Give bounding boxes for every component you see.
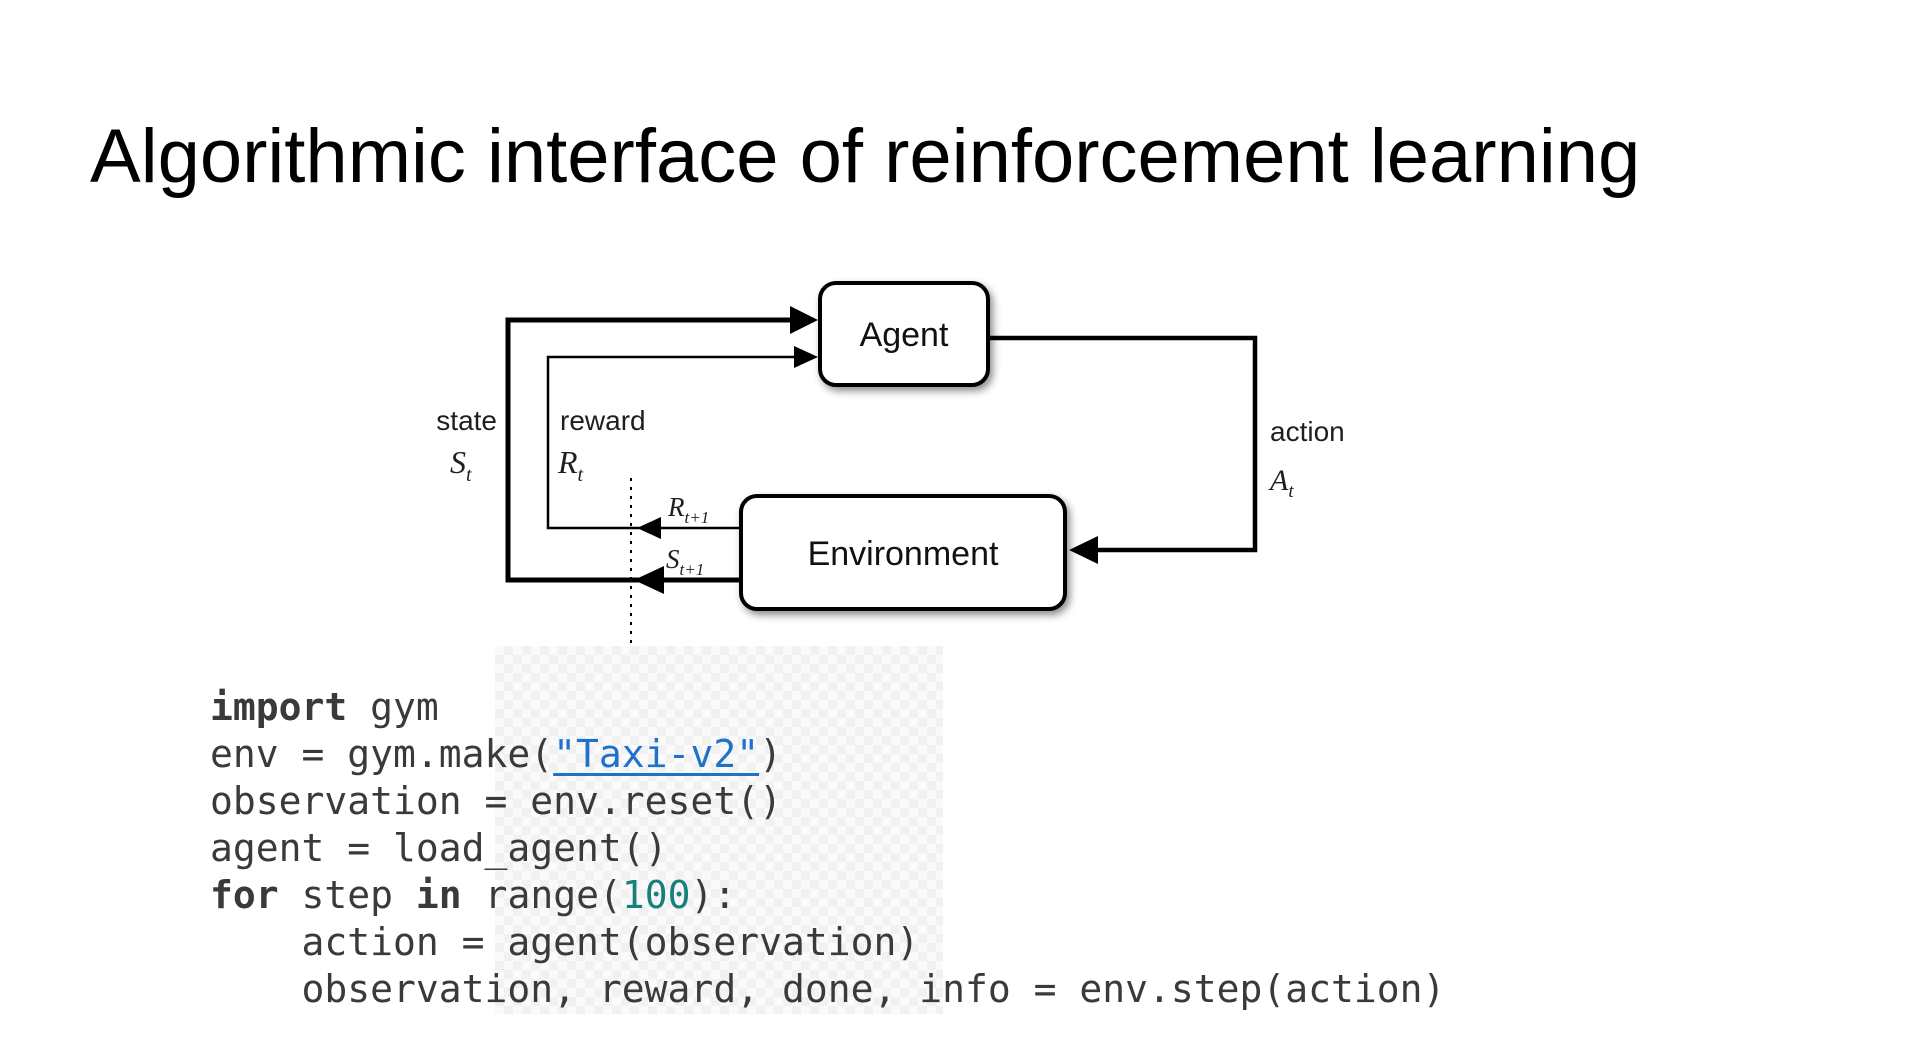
action-symbol: At: [1268, 464, 1294, 502]
page-title: Algorithmic interface of reinforcement l…: [90, 113, 1641, 199]
code-text: env = gym.make(: [210, 732, 554, 776]
code-text: ):: [690, 873, 737, 917]
environment-box: [739, 494, 1067, 611]
code-background-band: [495, 646, 943, 1014]
code-line: for step in range(100):: [210, 872, 1445, 919]
reward-arrowhead-into-agent-icon: [794, 346, 818, 368]
next-reward-arrowhead-icon: [637, 517, 661, 539]
code-line: agent = load_agent(): [210, 825, 1445, 872]
next-reward-symbol: Rt+1: [667, 492, 709, 527]
code-text: range(: [461, 873, 622, 917]
agent-box-label: Agent: [860, 316, 949, 354]
state-label: state: [436, 405, 497, 436]
state-loop-line: [505, 317, 794, 583]
code-text: observation, reward, done, info = env.st…: [210, 967, 1446, 1011]
state-symbol: St: [450, 444, 472, 486]
environment-box-label: Environment: [808, 535, 999, 573]
state-arrowhead-into-agent-icon: [790, 306, 818, 334]
code-text: for: [210, 873, 279, 917]
taxi-v2-link[interactable]: "Taxi-v2": [553, 732, 760, 776]
code-text: in: [415, 873, 462, 917]
code-text: observation = env.reset(): [210, 779, 782, 823]
reward-symbol: Rt: [557, 444, 584, 486]
agent-box: [818, 281, 990, 387]
code-text: action = agent(observation): [210, 920, 920, 964]
next-state-symbol: St+1: [666, 544, 704, 579]
code-text: agent = load_agent(): [210, 826, 668, 870]
code-text: 100: [621, 873, 691, 917]
code-text: import: [210, 685, 348, 729]
code-line: import gym: [210, 684, 1445, 731]
action-loop-line: [988, 335, 1258, 553]
code-text: gym: [347, 685, 439, 729]
code-line: action = agent(observation): [210, 919, 1445, 966]
action-label: action: [1270, 416, 1345, 447]
code-line: observation, reward, done, info = env.st…: [210, 966, 1446, 1013]
code-line: observation = env.reset(): [210, 778, 1445, 825]
code-text: ): [759, 732, 782, 776]
action-arrowhead-into-environment-icon: [1069, 536, 1098, 564]
code-line: env = gym.make("Taxi-v2"): [210, 731, 1445, 778]
code-text: step: [278, 873, 416, 917]
reward-label: reward: [560, 405, 646, 436]
next-state-arrowhead-icon: [634, 566, 664, 594]
